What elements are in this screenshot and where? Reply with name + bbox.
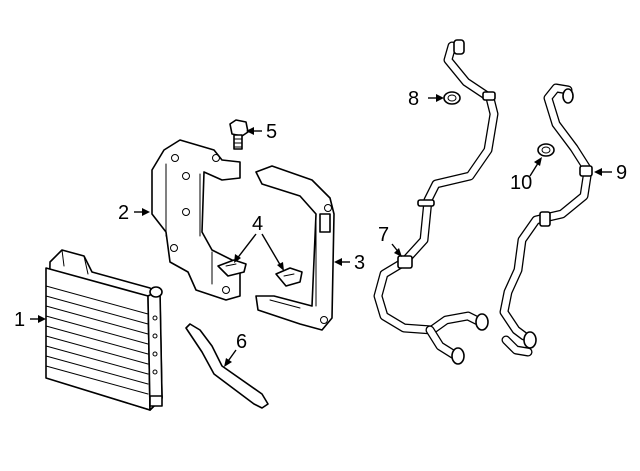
- hose-part-7: [373, 39, 499, 365]
- leader-4: [234, 233, 284, 271]
- leader-3: [334, 258, 350, 266]
- frame-part-3: [255, 165, 335, 331]
- callout-6: 6: [236, 331, 247, 353]
- leader-10: [529, 157, 542, 177]
- callout-4: 4: [252, 213, 263, 235]
- callout-8: 8: [408, 88, 419, 110]
- clip-part-4b: [275, 267, 303, 287]
- leader-5: [246, 127, 262, 135]
- leader-6: [224, 349, 237, 367]
- callout-1: 1: [14, 309, 25, 331]
- callout-2: 2: [118, 202, 129, 224]
- leader-7: [391, 243, 402, 257]
- hose-part-9: [499, 83, 593, 357]
- bracket-part-2: [151, 139, 241, 301]
- callout-3: 3: [354, 252, 365, 274]
- oil-cooler-part-1: [45, 249, 163, 411]
- seal-ring-part-8: [443, 91, 461, 105]
- strap-part-6: [185, 323, 269, 409]
- leader-8: [428, 94, 444, 102]
- callout-9: 9: [616, 162, 627, 184]
- callout-7: 7: [378, 224, 389, 246]
- callout-10: 10: [510, 172, 532, 194]
- bolt-part-5: [229, 119, 249, 150]
- leader-9: [594, 168, 612, 176]
- callout-5: 5: [266, 121, 277, 143]
- seal-ring-part-10: [537, 143, 555, 157]
- leader-1: [30, 315, 46, 323]
- clip-part-4a: [217, 259, 247, 277]
- leader-2: [134, 208, 150, 216]
